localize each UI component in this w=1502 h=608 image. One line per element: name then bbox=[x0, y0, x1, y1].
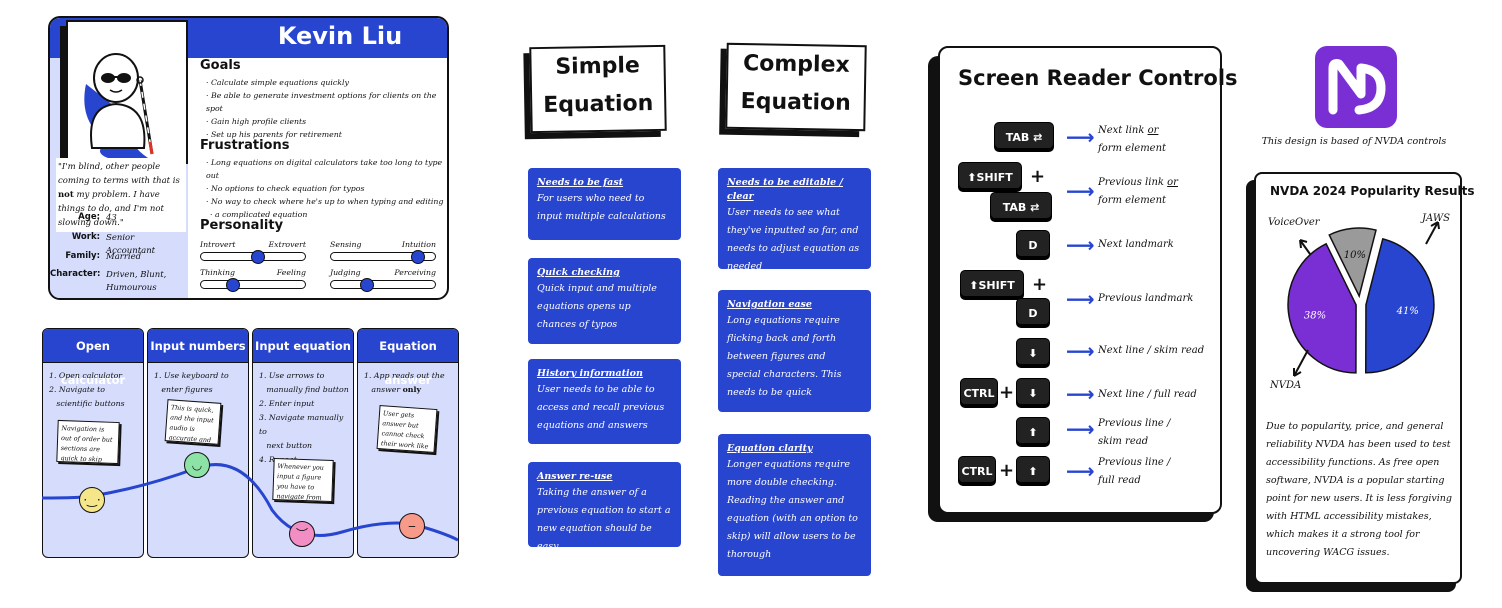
plus-icon: + bbox=[1030, 166, 1046, 187]
up-arrow-key: ⬆ bbox=[1016, 417, 1050, 447]
frustrations-list: Long equations on digital calculators ta… bbox=[206, 156, 446, 221]
journey-stage-input-numbers: Input numbers 1. Use keyboard to enter f… bbox=[147, 328, 249, 558]
list-item: a complicated equation bbox=[206, 208, 446, 221]
arrow-right-icon: ⟶ bbox=[1066, 125, 1095, 149]
persona-name: Kevin Liu bbox=[277, 22, 403, 50]
pie-slice-jaws bbox=[1365, 237, 1435, 374]
neutral-face-icon: ·‿· bbox=[79, 487, 105, 513]
list-item: No way to check where he's up to when ty… bbox=[206, 195, 446, 208]
sad-face-icon: ︶ bbox=[289, 521, 315, 547]
action-label: Previous landmark bbox=[1098, 293, 1194, 304]
d-key: D bbox=[1016, 298, 1050, 328]
arrow-right-icon: ⟶ bbox=[1066, 233, 1095, 257]
pie-value-label: 10% bbox=[1344, 250, 1366, 261]
list-item: Be able to generate investment options f… bbox=[206, 89, 446, 115]
goals-list: Calculate simple equations quickly Be ab… bbox=[206, 76, 446, 141]
goals-title: Goals bbox=[200, 58, 241, 73]
list-item: Set up his parents for retirement bbox=[206, 128, 446, 141]
nvda-logo bbox=[1315, 46, 1397, 128]
arrow-right-icon: ⟶ bbox=[1066, 417, 1095, 441]
action-label: Next line / skim read bbox=[1098, 345, 1205, 356]
pie-value-label: 38% bbox=[1304, 310, 1326, 321]
action-label: Previous line /skim read bbox=[1098, 418, 1171, 447]
nvda-logo-icon bbox=[1328, 59, 1386, 115]
nvda-description: Due to popularity, price, and general re… bbox=[1266, 421, 1453, 558]
list-item: Long equations on digital calculators ta… bbox=[206, 156, 446, 182]
nvda-caption: This design is based of NVDA controls bbox=[1261, 136, 1447, 147]
ctrl-key: CTRL bbox=[960, 378, 998, 408]
tab-key: TAB ⇄ bbox=[994, 122, 1054, 152]
persona-card: Kevin Liu "I'm blind, other people comin… bbox=[48, 16, 449, 300]
screen-reader-title: Screen Reader Controls bbox=[958, 66, 1238, 90]
arrow-right-icon: ⟶ bbox=[1066, 382, 1095, 406]
arrow-right-icon: ⟶ bbox=[1066, 287, 1095, 311]
happy-face-icon: ◡ bbox=[184, 452, 210, 478]
arrow-right-icon: ⟶ bbox=[1066, 179, 1095, 203]
popularity-pie-chart: 41% 38% 10% bbox=[1287, 221, 1440, 377]
pie-value-label: 41% bbox=[1396, 306, 1419, 317]
blind-person-icon bbox=[84, 53, 154, 158]
pie-slice-voiceover bbox=[1328, 227, 1377, 299]
persona-quote: "I'm blind, other people coming to terms… bbox=[56, 158, 186, 232]
list-item: Calculate simple equations quickly bbox=[206, 76, 446, 89]
shift-key: ⬆SHIFT bbox=[958, 162, 1022, 192]
up-arrow-key: ⬆ bbox=[1016, 456, 1050, 486]
pie-slice-nvda bbox=[1287, 242, 1357, 374]
pie-label: VoiceOver bbox=[1268, 217, 1320, 228]
tab-key: TAB ⇄ bbox=[990, 192, 1052, 222]
pointer-arrow-icon bbox=[1293, 349, 1309, 377]
frustrations-title: Frustrations bbox=[200, 138, 290, 153]
d-key: D bbox=[1016, 230, 1050, 260]
action-label: Previous line /full read bbox=[1098, 457, 1171, 486]
action-label: Next landmark bbox=[1098, 239, 1174, 250]
list-item: Gain high profile clients bbox=[206, 115, 446, 128]
pointer-arrow-icon bbox=[1299, 239, 1311, 255]
arrow-right-icon: ⟶ bbox=[1066, 339, 1095, 363]
down-arrow-key: ⬇ bbox=[1016, 338, 1050, 368]
avatar bbox=[66, 20, 188, 164]
down-arrow-key: ⬇ bbox=[1016, 378, 1050, 408]
journey-steps: 1. Use keyboard to enter figures bbox=[154, 371, 229, 394]
plus-icon: + bbox=[999, 460, 1015, 481]
pointer-arrow-icon bbox=[1425, 221, 1440, 245]
list-item: No options to check equation for typos bbox=[206, 182, 446, 195]
plus-icon: + bbox=[999, 382, 1015, 403]
pie-label: NVDA bbox=[1270, 380, 1302, 391]
ctrl-key: CTRL bbox=[958, 456, 996, 486]
personality-title: Personality bbox=[200, 218, 284, 233]
annoyed-face-icon: ‒ bbox=[399, 513, 425, 539]
journey-steps: 1. App reads out the answer only bbox=[364, 371, 445, 394]
chart-title: NVDA 2024 Popularity Results bbox=[1270, 184, 1475, 198]
plus-icon: + bbox=[1032, 274, 1048, 295]
action-label: Next line / full read bbox=[1098, 389, 1197, 400]
journey-stage-input-equation: Input equation 1. Use arrows to manually… bbox=[252, 328, 354, 558]
journey-note: This is quick, and the input audio is ac… bbox=[164, 399, 222, 445]
arrow-right-icon: ⟶ bbox=[1066, 459, 1095, 483]
pie-label: JAWS bbox=[1422, 213, 1450, 224]
shift-key: ⬆SHIFT bbox=[960, 270, 1024, 300]
